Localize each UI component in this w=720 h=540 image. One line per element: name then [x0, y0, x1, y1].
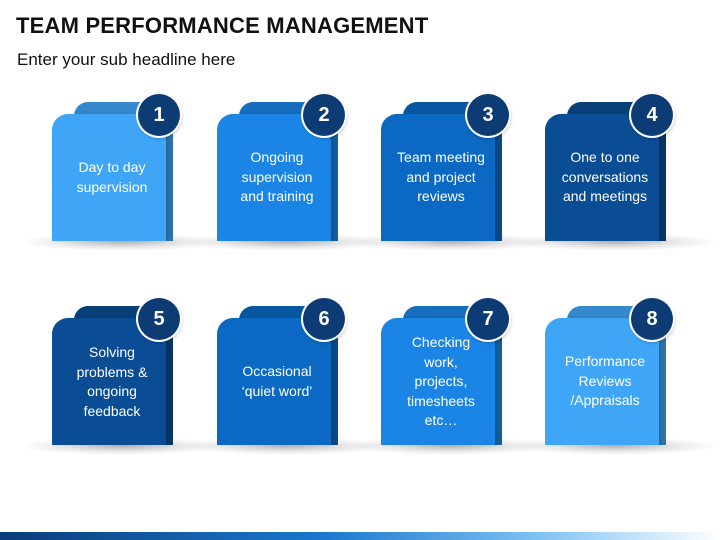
- step-label-line: Day to day: [78, 159, 146, 175]
- card-side: [659, 332, 666, 445]
- step-label-line: Reviews: [578, 372, 632, 389]
- card-side: [495, 332, 502, 445]
- card-side: [166, 128, 173, 241]
- card-body: [217, 318, 331, 445]
- step-number-badge: 8: [631, 298, 673, 340]
- step-label-line: supervision: [76, 178, 148, 195]
- step-label-line: conversations: [561, 168, 649, 185]
- step-label-line: reviews: [417, 188, 465, 204]
- card-body: [381, 114, 495, 241]
- step-label-line: and meetings: [562, 188, 648, 204]
- card-body: [52, 318, 166, 445]
- card-body: [545, 114, 659, 241]
- step-label-line: feedback: [83, 402, 141, 419]
- step-label-line: projects,: [414, 373, 468, 389]
- step-number-badge: 5: [138, 298, 180, 340]
- card-body: [545, 318, 659, 445]
- step-number-badge: 2: [303, 94, 345, 136]
- card-side: [495, 128, 502, 241]
- step-label-line: Performance: [564, 353, 646, 369]
- step-label-line: supervision: [241, 168, 313, 185]
- step-number-badge: 1: [138, 94, 180, 136]
- step-label: Ongoing supervision and training: [217, 148, 337, 207]
- step-number-badge: 7: [467, 298, 509, 340]
- card-side: [659, 128, 666, 241]
- step-label-line: and training: [240, 188, 314, 204]
- step-label-line: work,: [424, 353, 458, 370]
- page-title: TEAM PERFORMANCE MANAGEMENT: [16, 13, 429, 38]
- step-label: Checking work, projects, timesheets etc…: [381, 333, 501, 431]
- card-body: [217, 114, 331, 241]
- card-body: [52, 114, 166, 241]
- step-label-line: Occasional: [242, 363, 312, 379]
- step-label: Solving problems & ongoing feedback: [52, 343, 172, 421]
- step-label-line: timesheets: [407, 392, 475, 409]
- card-body: [381, 318, 495, 445]
- step-label-line: Checking: [411, 334, 471, 350]
- step-label-line: ‘quiet word’: [241, 382, 313, 399]
- step-label-line: /Appraisals: [570, 392, 640, 408]
- step-label-line: Team meeting: [397, 149, 485, 165]
- step-number-badge: 3: [467, 94, 509, 136]
- step-label: Occasional ‘quiet word’: [217, 362, 337, 401]
- card-side: [331, 128, 338, 241]
- step-label: Day to day supervision: [52, 158, 172, 197]
- step-label: Team meeting and project reviews: [381, 148, 501, 207]
- step-label: One to one conversations and meetings: [545, 148, 665, 207]
- step-label-line: etc…: [424, 412, 458, 428]
- step-label-line: problems &: [76, 363, 148, 380]
- step-label-line: One to one: [570, 149, 640, 165]
- page-subtitle: Enter your sub headline here: [17, 50, 236, 69]
- step-label-line: Solving: [89, 344, 135, 360]
- card-side: [331, 332, 338, 445]
- step-number-badge: 6: [303, 298, 345, 340]
- step-label-line: ongoing: [87, 383, 137, 399]
- step-number-badge: 4: [631, 94, 673, 136]
- step-label-line: Ongoing: [250, 149, 304, 165]
- step-label-line: and project: [406, 168, 476, 185]
- card-side: [166, 332, 173, 445]
- bottom-accent-bar: [0, 532, 720, 540]
